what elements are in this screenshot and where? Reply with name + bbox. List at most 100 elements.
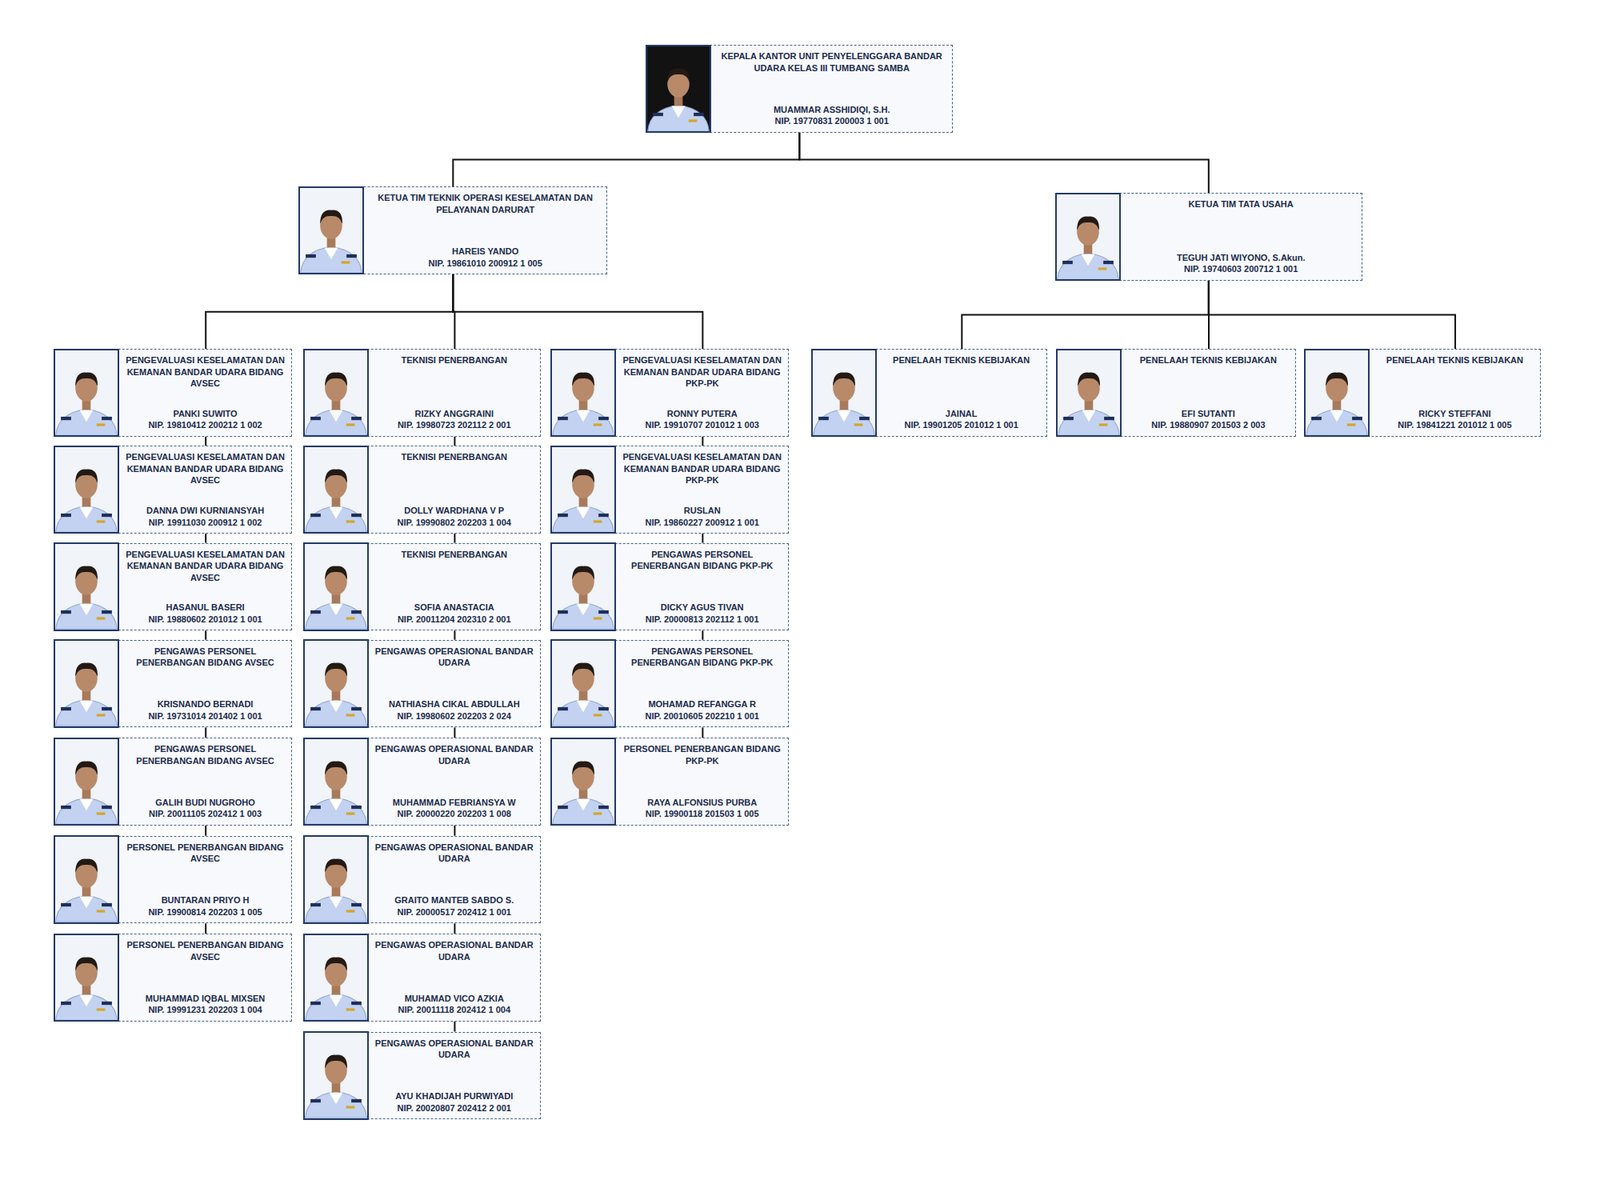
identity-block: RAYA ALFONSIUS PURBANIP. 19900118 201503… bbox=[620, 796, 783, 820]
identity-block: AYU KHADIJAH PURWIYADINIP. 20020807 2024… bbox=[373, 1090, 536, 1114]
position-title: PENGEVALUASI KESELAMATAN DAN KEMANAN BAN… bbox=[620, 451, 783, 487]
hair bbox=[572, 372, 596, 386]
portrait-photo bbox=[550, 348, 616, 437]
box-text: PERSONEL PENERBANGAN BIDANG AVSECMUHAMMA… bbox=[119, 934, 291, 1021]
identity-block: RICKY STEFFANINIP. 19841221 201012 1 005 bbox=[1374, 408, 1536, 432]
portrait-photo bbox=[303, 1031, 369, 1120]
epaulette bbox=[310, 707, 321, 711]
portrait-photo bbox=[53, 348, 120, 437]
badge bbox=[1347, 423, 1356, 426]
org-box: TEKNISI PENERBANGANRIZKY ANGGRAININIP. 1… bbox=[303, 348, 541, 437]
box-text: PENGEVALUASI KESELAMATAN DAN KEMANAN BAN… bbox=[616, 349, 788, 436]
collar bbox=[576, 506, 591, 519]
portrait-figure bbox=[55, 640, 118, 726]
org-connector bbox=[453, 533, 456, 543]
portrait-figure bbox=[812, 350, 876, 436]
portrait-figure bbox=[55, 544, 118, 629]
epaulette bbox=[101, 610, 112, 614]
position-title: PENELAAH TEKNIS KEBIJAKAN bbox=[1374, 354, 1536, 367]
box-text: PENGAWAS OPERASIONAL BANDAR UDARAAYU KHA… bbox=[368, 1032, 540, 1120]
uniform bbox=[552, 408, 615, 436]
uniform bbox=[304, 408, 367, 436]
epaulette bbox=[599, 513, 610, 517]
box-text: PENGAWAS OPERASIONAL BANDAR UDARAGRAITO … bbox=[368, 836, 540, 924]
employee-number: NIP. 19900118 201503 1 005 bbox=[620, 808, 783, 820]
box-text: PENGEVALUASI KESELAMATAN DAN KEMANAN BAN… bbox=[119, 349, 291, 436]
org-box: KETUA TIM TATA USAHATEGUH JATI WIYONO, S… bbox=[1055, 192, 1363, 281]
portrait-photo bbox=[1055, 192, 1121, 281]
badge bbox=[1099, 423, 1108, 426]
epaulette bbox=[60, 1001, 72, 1005]
epaulette bbox=[558, 610, 569, 614]
uniform bbox=[304, 700, 367, 727]
portrait-photo bbox=[303, 737, 369, 826]
person-name: EFI SUTANTI bbox=[1126, 408, 1291, 420]
epaulette bbox=[558, 416, 569, 420]
org-connector bbox=[453, 436, 456, 446]
epaulette bbox=[60, 513, 72, 517]
epaulette bbox=[558, 513, 569, 517]
employee-number: NIP. 19880907 201503 2 003 bbox=[1126, 419, 1291, 432]
hair bbox=[572, 760, 596, 775]
employee-number: NIP. 20000517 202412 1 001 bbox=[373, 906, 536, 919]
portrait-photo bbox=[53, 737, 120, 826]
position-title: TEKNISI PENERBANGAN bbox=[373, 451, 536, 464]
box-text: KEPALA KANTOR UNIT PENYELENGGARA BANDAR … bbox=[711, 45, 952, 132]
badge bbox=[593, 812, 603, 815]
portrait-figure bbox=[552, 350, 615, 436]
employee-number: NIP. 19990802 202203 1 004 bbox=[373, 516, 536, 529]
hair bbox=[324, 956, 348, 971]
org-box: PERSONEL PENERBANGAN BIDANG AVSECMUHAMMA… bbox=[54, 933, 292, 1022]
org-box: KEPALA KANTOR UNIT PENYELENGGARA BANDAR … bbox=[645, 44, 953, 133]
epaulette bbox=[351, 1099, 362, 1103]
portrait-figure bbox=[304, 447, 368, 532]
position-title: PERSONEL PENERBANGAN BIDANG AVSEC bbox=[124, 939, 286, 963]
org-connector bbox=[453, 727, 456, 738]
portrait-figure bbox=[304, 935, 368, 1020]
identity-block: MOHAMAD REFANGGA RNIP. 20010605 202210 1… bbox=[620, 698, 783, 722]
badge bbox=[345, 520, 355, 523]
collar bbox=[576, 604, 591, 616]
employee-number: NIP. 19770831 200003 1 001 bbox=[716, 115, 948, 128]
portrait-figure bbox=[55, 935, 118, 1020]
badge bbox=[345, 617, 355, 620]
portrait-figure bbox=[552, 447, 615, 532]
position-title: PENGEVALUASI KESELAMATAN DAN KEMANAN BAN… bbox=[124, 451, 286, 487]
person-name: MUAMMAR ASSHIDIQI, S.H. bbox=[716, 104, 948, 116]
epaulette bbox=[306, 254, 317, 258]
org-connector bbox=[453, 1021, 456, 1032]
position-title: TEKNISI PENERBANGAN bbox=[373, 354, 536, 367]
hair bbox=[1076, 216, 1100, 230]
collar bbox=[80, 700, 94, 713]
uniform bbox=[56, 797, 118, 824]
org-box: PENGAWAS OPERASIONAL BANDAR UDARAMUHAMAD… bbox=[303, 933, 541, 1022]
employee-number: NIP. 20010605 202210 1 001 bbox=[620, 710, 783, 723]
org-box: PERSONEL PENERBANGAN BIDANG PKP-PKRAYA A… bbox=[551, 737, 789, 826]
epaulette bbox=[351, 513, 362, 517]
portrait-figure bbox=[304, 640, 368, 726]
epaulette bbox=[310, 610, 321, 614]
box-text: TEKNISI PENERBANGANDOLLY WARDHANA V PNIP… bbox=[368, 446, 540, 533]
portrait-photo bbox=[1056, 348, 1122, 437]
person-name: JAINAL bbox=[881, 408, 1042, 420]
hair bbox=[324, 372, 348, 386]
employee-number: NIP. 19901205 201012 1 001 bbox=[881, 419, 1042, 432]
badge bbox=[96, 812, 106, 815]
epaulette bbox=[60, 805, 72, 809]
person-name: RONNY PUTERA bbox=[620, 408, 783, 420]
badge bbox=[345, 714, 355, 717]
identity-block: MUAMMAR ASSHIDIQI, S.H.NIP. 19770831 200… bbox=[716, 104, 948, 128]
employee-number: NIP. 19731014 201402 1 001 bbox=[124, 710, 286, 723]
box-text: PERSONEL PENERBANGAN BIDANG PKP-PKRAYA A… bbox=[616, 738, 788, 825]
hair bbox=[324, 859, 348, 873]
box-text: PENELAAH TEKNIS KEBIJAKANEFI SUTANTINIP.… bbox=[1121, 349, 1296, 436]
epaulette bbox=[351, 903, 362, 907]
org-box: PENGAWAS PERSONEL PENERBANGAN BIDANG PKP… bbox=[551, 543, 789, 632]
hair bbox=[324, 1055, 348, 1069]
uniform bbox=[1056, 252, 1119, 280]
position-title: PENGAWAS OPERASIONAL BANDAR UDARA bbox=[373, 841, 536, 865]
org-connector bbox=[205, 274, 453, 349]
epaulette bbox=[1352, 416, 1363, 420]
collar bbox=[1081, 409, 1096, 422]
